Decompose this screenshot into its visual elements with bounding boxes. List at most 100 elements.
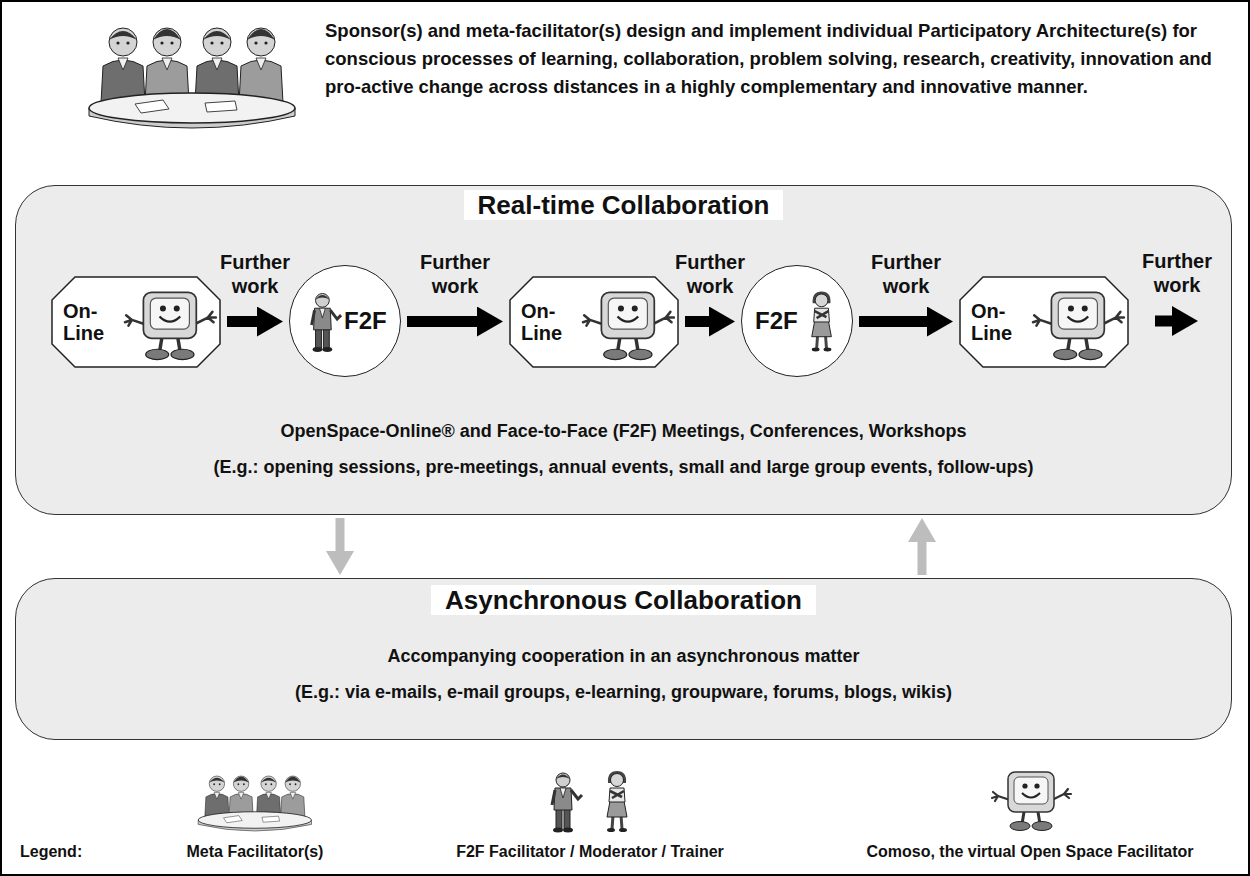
facilitator-man-part xyxy=(330,310,341,319)
meta-facilitators-icon-part xyxy=(153,28,181,56)
facilitator-man-part xyxy=(552,790,555,805)
comoso-icon-part xyxy=(618,316,639,321)
comoso-icon-part xyxy=(1022,793,1040,798)
band-description: (E.g.: opening sessions, pre-meetings, a… xyxy=(213,454,1033,480)
meta-facilitators-icon-part xyxy=(203,31,231,40)
facilitator-man-part xyxy=(563,828,573,833)
facilitator-woman-part xyxy=(812,348,820,352)
meta-facilitators-icon-part xyxy=(126,41,129,44)
meta-facilitators-icon-part xyxy=(261,778,276,783)
facilitator-woman-part xyxy=(815,294,828,307)
facilitator-man-part xyxy=(314,308,332,330)
facilitator-woman-part xyxy=(609,788,625,802)
facilitator-man-part xyxy=(571,790,582,799)
facilitator-woman-part xyxy=(824,348,832,352)
meta-facilitators-icon-part xyxy=(256,58,266,70)
meta-facilitators-icon-part xyxy=(198,812,311,829)
comoso-icon-part xyxy=(150,298,189,329)
meta-facilitators-icon xyxy=(89,28,295,128)
comoso-icon-part xyxy=(1068,305,1074,311)
comoso-icon-part xyxy=(174,305,180,311)
comoso-icon-part xyxy=(171,349,194,359)
octagon-outline xyxy=(510,277,678,367)
f2f-meeting-node: F2F xyxy=(741,265,853,377)
comoso-icon-part xyxy=(629,349,652,359)
meta-facilitators-icon-part xyxy=(135,100,237,113)
online-session-node: On-Line xyxy=(509,276,679,368)
facilitator-man xyxy=(312,294,341,352)
meta-facilitators-icon-part xyxy=(213,783,215,785)
comoso-icon-part xyxy=(604,349,627,359)
facilitator-man-part xyxy=(560,788,566,798)
node-label: F2F xyxy=(755,307,798,335)
meta-facilitators-icon-part xyxy=(285,776,300,791)
meta-facilitators-icon-part xyxy=(233,776,248,791)
meta-facilitators-icon xyxy=(198,776,311,831)
node-label: On-Line xyxy=(521,300,575,344)
edge-label: Further work xyxy=(1132,249,1222,297)
collaboration-band: Real-time CollaborationOpenSpace-Online®… xyxy=(15,185,1232,515)
comoso-icon-part xyxy=(143,292,196,338)
facilitator-woman xyxy=(812,292,832,352)
meta-facilitators-icon-part xyxy=(238,793,244,800)
facilitator-woman-part xyxy=(610,791,624,798)
comoso-icon-part xyxy=(1082,305,1088,311)
facilitator-man-part xyxy=(316,294,330,308)
band-description: (E.g.: via e-mails, e-mail groups, e-lea… xyxy=(295,679,952,705)
band-title: Asynchronous Collaboration xyxy=(431,585,816,615)
legend-heading: Legend: xyxy=(20,842,110,862)
facilitator-woman xyxy=(607,771,627,832)
comoso-icon-part xyxy=(1032,822,1052,831)
comoso-icon-part xyxy=(160,305,166,311)
meta-facilitators-icon-part xyxy=(212,58,222,70)
comoso-icon-part xyxy=(652,312,674,325)
legend-text: F2F Facilitator / Moderator / Trainer xyxy=(410,842,770,862)
comoso-icon-part xyxy=(1034,783,1039,788)
facilitator-woman-part xyxy=(815,311,829,318)
facilitator-woman-part xyxy=(611,774,624,787)
comoso-icon-part xyxy=(618,305,624,311)
meta-facilitators-icon-part xyxy=(219,783,221,785)
facilitator-man-part xyxy=(323,329,329,349)
facilitator-woman-part xyxy=(814,308,830,322)
facilitator-man-part xyxy=(316,295,330,299)
flow-arrow-gray xyxy=(336,518,345,551)
comoso-icon-part xyxy=(1054,349,1077,359)
facilitator-man-part xyxy=(316,329,322,349)
facilitator-man-part xyxy=(322,347,332,352)
online-session-node: On-Line xyxy=(51,276,221,368)
collaboration-band: Asynchronous CollaborationAccompanying c… xyxy=(15,578,1232,740)
facilitator-man-part xyxy=(556,809,562,829)
meta-facilitators-icon-part xyxy=(266,793,272,800)
octagon-outline xyxy=(52,277,220,367)
meta-facilitators-icon-part xyxy=(203,28,231,56)
meta-facilitators-icon-part xyxy=(109,28,137,56)
comoso-icon-part xyxy=(1058,298,1097,329)
comoso-icon-part xyxy=(1051,292,1104,338)
edge-label: Further work xyxy=(665,250,755,298)
meta-facilitators-icon-part xyxy=(210,41,213,44)
facilitator-man-part xyxy=(312,310,315,325)
facilitator-man-part xyxy=(319,308,325,318)
meta-facilitators-icon-part xyxy=(247,28,275,56)
legend-text: Comoso, the virtual Open Space Facilitat… xyxy=(830,842,1230,862)
facilitator-man-part xyxy=(313,347,323,352)
meta-facilitators-icon-part xyxy=(160,41,163,44)
comoso-icon-part xyxy=(632,305,638,311)
meta-facilitators-icon-part xyxy=(220,41,223,44)
meta-facilitators-icon-part xyxy=(109,31,137,40)
meta-facilitators-icon-part xyxy=(233,777,248,783)
facilitator-woman-part xyxy=(619,828,627,832)
facilitator-man-part xyxy=(553,828,563,833)
meta-facilitators-icon-part xyxy=(89,93,295,123)
node-label: F2F xyxy=(344,307,387,335)
meta-facilitators-icon-part xyxy=(290,793,296,800)
meta-facilitators-icon-part xyxy=(285,777,300,783)
meta-facilitators-icon-part xyxy=(116,41,119,44)
meta-facilitators-icon-part xyxy=(265,783,267,785)
comoso-icon xyxy=(125,292,216,359)
band-title: Real-time Collaboration xyxy=(464,190,784,220)
comoso-icon xyxy=(992,772,1071,831)
comoso-icon-part xyxy=(1022,783,1027,788)
meta-facilitators-icon-part xyxy=(261,776,276,791)
